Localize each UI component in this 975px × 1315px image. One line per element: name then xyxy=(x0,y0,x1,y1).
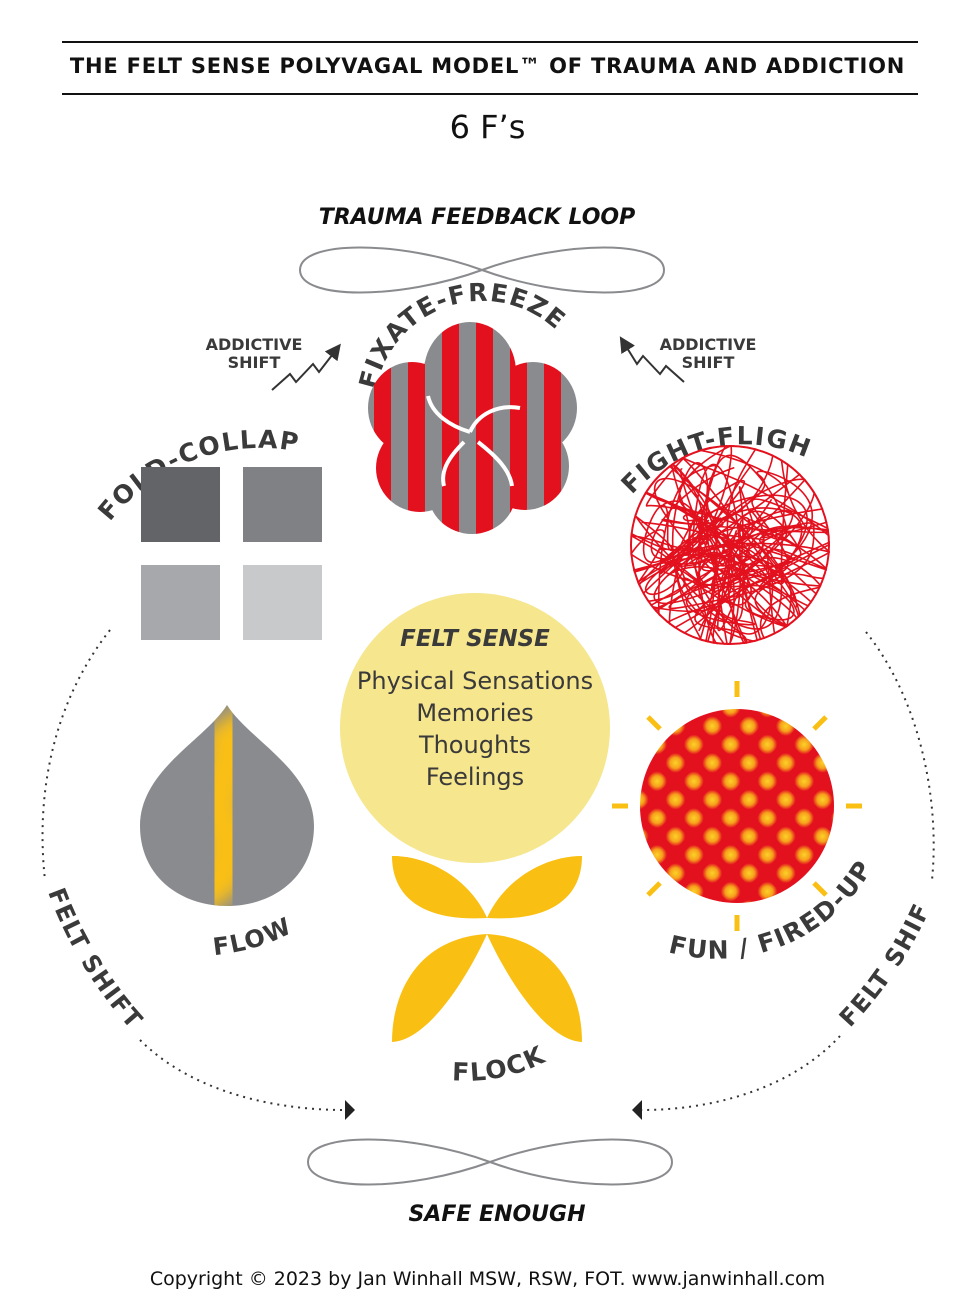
flock-petals-icon xyxy=(392,856,582,1042)
addictive-shift-left-line1: ADDICTIVE xyxy=(206,335,303,354)
felt-sense-item-memories: Memories xyxy=(416,699,533,727)
addictive-shift-right-arrow xyxy=(619,336,685,383)
fixate-freeze-flower-icon xyxy=(368,322,577,534)
felt-shift-right-arc-lower xyxy=(641,1035,841,1111)
addictive-shift-left-line2: SHIFT xyxy=(228,353,281,372)
fold-collapse-squares-icon xyxy=(141,467,322,640)
fold-collapse-label: FOLD-COLLAPSE xyxy=(0,0,302,526)
felt-sense-item-physical-sensations: Physical Sensations xyxy=(357,667,593,695)
flow-drop-icon xyxy=(140,705,314,906)
fun-fired-up-sun-icon xyxy=(612,681,862,931)
flow-label: FLOW xyxy=(211,912,296,961)
addictive-shift-left-arrow xyxy=(271,343,341,391)
scribble-stroke xyxy=(630,445,830,645)
felt-shift-right-arrow-icon xyxy=(632,1100,642,1120)
addictive-shift-right-line1: ADDICTIVE xyxy=(660,335,757,354)
trauma-feedback-loop-label: TRAUMA FEEDBACK LOOP xyxy=(319,205,636,230)
felt-sense-item-feelings: Feelings xyxy=(426,763,524,791)
top-rule xyxy=(62,41,918,43)
page-subtitle: 6 F’s xyxy=(449,108,526,146)
page-title: THE FELT SENSE POLYVAGAL MODEL™ OF TRAUM… xyxy=(69,54,906,78)
flock-label: FLOCK xyxy=(452,1040,550,1087)
felt-shift-right-arc-upper xyxy=(865,631,935,881)
fight-flight-scribble-icon xyxy=(630,445,830,645)
scribble-stroke xyxy=(630,445,829,645)
felt-shift-left-label: FELT SHIFT xyxy=(42,884,148,1035)
header-rule xyxy=(62,93,918,95)
felt-shift-left-arrow-icon xyxy=(345,1100,355,1120)
addictive-shift-right-line2: SHIFT xyxy=(682,353,735,372)
bottom-infinity-loop xyxy=(306,1138,674,1186)
safe-enough-label: SAFE ENOUGH xyxy=(408,1202,585,1227)
top-infinity-loop xyxy=(298,246,666,294)
felt-shift-left-arc-lower xyxy=(139,1039,346,1111)
felt-sense-circle xyxy=(340,593,610,863)
felt-sense-item-thoughts: Thoughts xyxy=(418,731,531,759)
felt-shift-left-arc-upper xyxy=(41,629,111,881)
copyright-footer: Copyright © 2023 by Jan Winhall MSW, RSW… xyxy=(149,1268,826,1290)
scribble-stroke xyxy=(653,447,830,645)
felt-sense-title: FELT SENSE xyxy=(400,626,550,652)
